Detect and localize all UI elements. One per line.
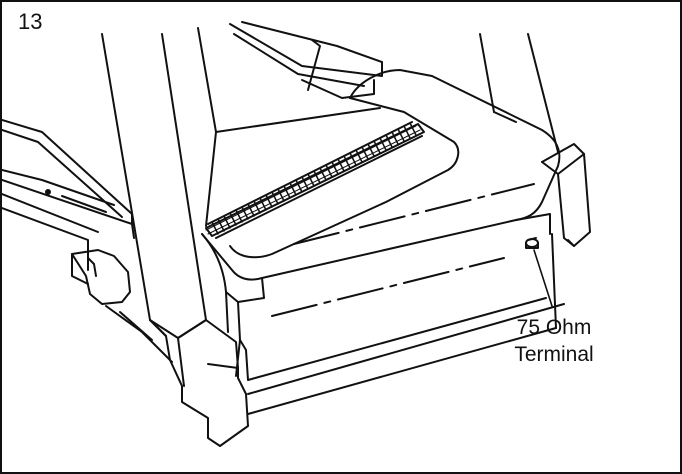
right-upright-post [479, 33, 559, 153]
75-ohm-terminal [525, 237, 539, 249]
right-foot-cover [541, 143, 591, 247]
base-frame-rail [247, 233, 565, 415]
console-bracket [229, 21, 383, 99]
walking-belt [197, 27, 381, 227]
left-adjustment-knob [71, 249, 173, 363]
left-upright-post [101, 33, 207, 339]
hidden-edge-dashes [271, 183, 535, 317]
step-number: 13 [18, 9, 43, 34]
callout-leader-line [533, 249, 553, 307]
hood-vent-grille [205, 121, 425, 239]
callout-line-1: 75 Ohm [516, 316, 592, 339]
motor-hood [201, 69, 561, 381]
left-foot-cover [149, 319, 249, 447]
left-side-rail [2, 119, 135, 271]
callout-label-75-ohm-terminal: 75 Ohm Terminal [499, 314, 609, 368]
callout-line-2: Terminal [514, 343, 594, 366]
